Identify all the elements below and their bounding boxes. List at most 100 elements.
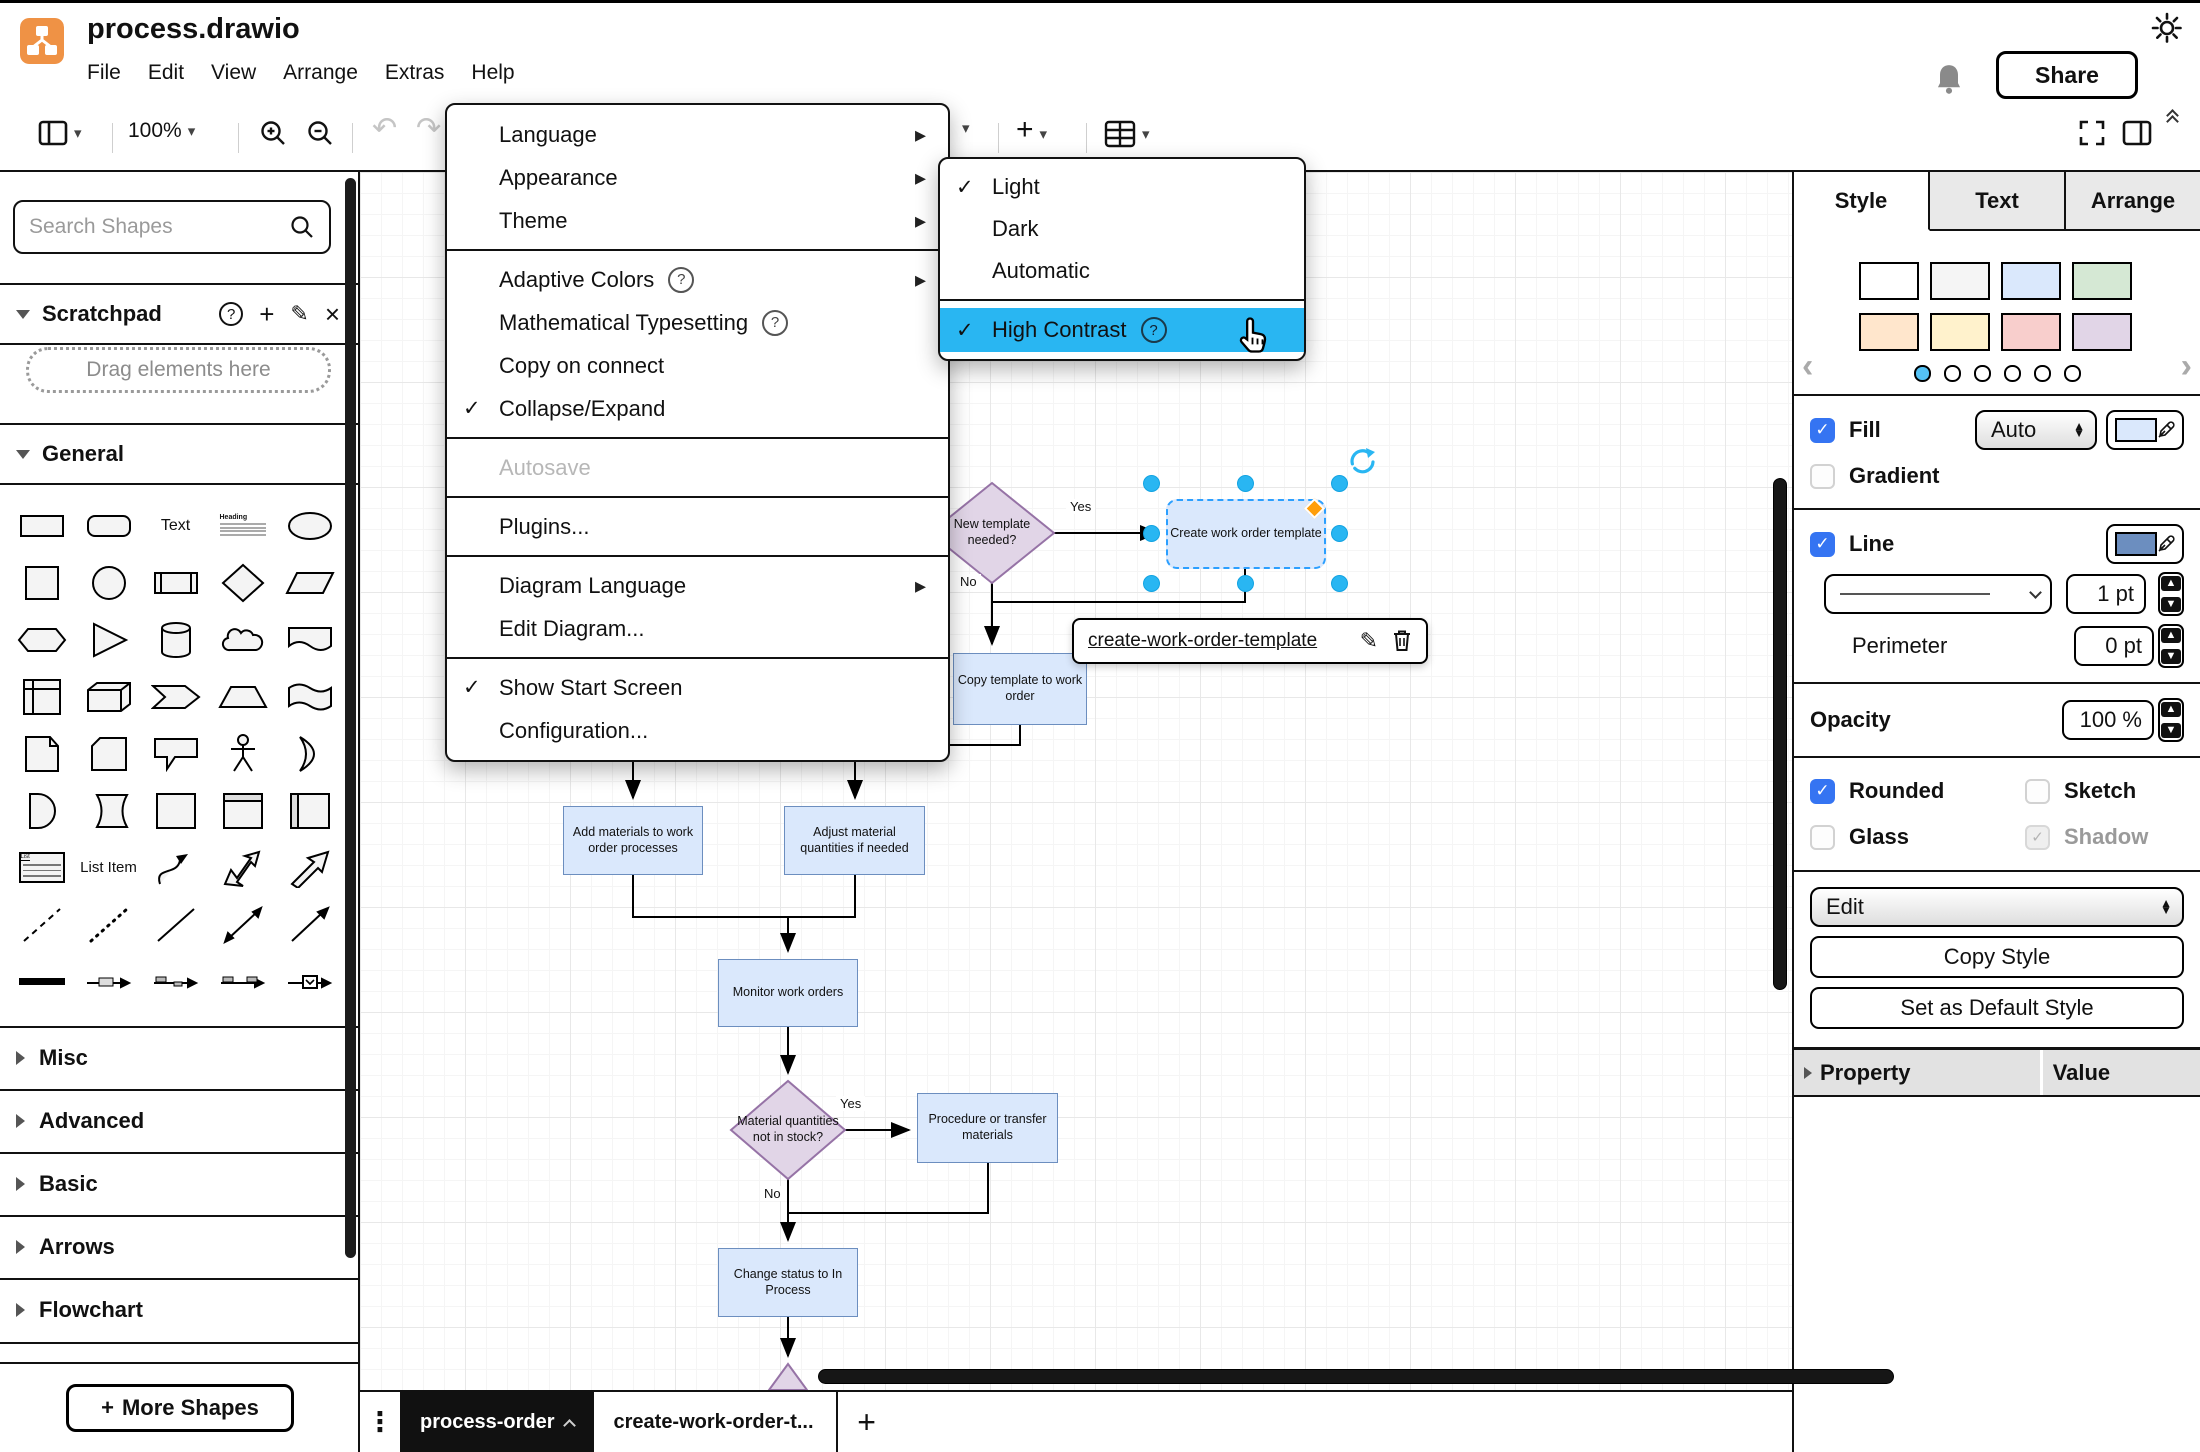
shape-cloud[interactable] <box>219 624 267 656</box>
node-change-status[interactable]: Change status to In Process <box>718 1248 858 1317</box>
rename-pencil-icon[interactable]: ✎ <box>1359 628 1378 653</box>
pages-menu-button[interactable]: ⋮ <box>366 1406 394 1437</box>
preset-page-dot[interactable] <box>2063 365 2081 382</box>
selection-handle[interactable] <box>1331 575 1348 592</box>
shape-actor[interactable] <box>228 733 258 775</box>
menu-item-adaptive-colors[interactable]: Adaptive Colors ? ▸ <box>499 266 926 293</box>
shape-directional-connector[interactable] <box>288 905 332 945</box>
shape-cube[interactable] <box>85 680 133 714</box>
menu-item-diagram-language[interactable]: Diagram Language ▸ <box>499 572 926 598</box>
sidebar-section-arrows[interactable]: Arrows <box>0 1215 358 1277</box>
menu-item-mathematical-typesetting[interactable]: Mathematical Typesetting ? <box>447 301 948 344</box>
presets-prev-icon[interactable]: ‹ <box>1802 347 1814 385</box>
node-adjust-quantities[interactable]: Adjust material quantities if needed <box>784 806 925 875</box>
help-icon[interactable]: ? <box>762 309 789 336</box>
shape-rounded-rectangle[interactable] <box>85 511 133 541</box>
menu-item-plugins[interactable]: Plugins... <box>499 513 590 539</box>
edge-label-no[interactable]: No <box>956 574 981 589</box>
opacity-field[interactable]: 100 % <box>2062 700 2154 740</box>
line-style-select[interactable] <box>1824 574 2052 614</box>
value-column-header[interactable]: Value <box>2042 1050 2200 1095</box>
canvas-horizontal-scrollbar[interactable] <box>818 1369 1894 1384</box>
shape-callout[interactable] <box>152 736 200 772</box>
line-color-button[interactable] <box>2106 524 2184 564</box>
shape-line[interactable] <box>154 905 198 945</box>
preset-page-dot[interactable] <box>1913 365 1931 382</box>
rotate-handle-icon[interactable] <box>1346 447 1376 477</box>
menu-item-copy-on-connect[interactable]: Copy on connect <box>499 352 665 378</box>
style-preset[interactable] <box>1930 313 1990 351</box>
style-preset[interactable] <box>2072 262 2132 300</box>
tab-text[interactable]: Text <box>1930 172 2066 231</box>
format-panel-toggle-button[interactable] <box>2122 119 2152 147</box>
submenu-item-dark[interactable]: Dark <box>992 216 1039 241</box>
shape-note[interactable] <box>23 734 61 774</box>
help-icon[interactable]: ? <box>668 266 695 293</box>
line-width-stepper[interactable]: ▲▼ <box>2158 572 2184 616</box>
shape-label-arrow[interactable] <box>85 974 133 990</box>
style-preset[interactable] <box>1930 262 1990 300</box>
shape-and[interactable] <box>24 792 60 830</box>
fullscreen-button[interactable] <box>2078 119 2106 147</box>
copy-style-button[interactable]: Copy Style <box>1810 936 2184 978</box>
fill-checkbox[interactable]: ✓ <box>1810 417 1835 443</box>
sidebar-scrollbar[interactable] <box>345 178 356 1258</box>
shape-bidirectional-connector[interactable] <box>221 905 265 945</box>
shape-style-dropdown-arrow[interactable]: ▾ <box>962 120 970 137</box>
preset-page-dot[interactable] <box>1973 365 1991 382</box>
shape-step[interactable] <box>150 682 201 712</box>
edit-style-select[interactable]: Edit ▲▼ <box>1810 887 2184 927</box>
selection-handle[interactable] <box>1237 475 1254 492</box>
shape-document[interactable] <box>286 624 334 656</box>
scratchpad-header[interactable]: Scratchpad ? + ✎ × <box>0 285 358 343</box>
submenu-item-automatic[interactable]: Automatic <box>992 258 1090 283</box>
menu-view[interactable]: View <box>211 61 257 84</box>
node-material-not-in-stock[interactable]: Material quantities not in stock? <box>737 1114 839 1144</box>
rounded-checkbox[interactable]: ✓ <box>1810 778 1835 804</box>
style-preset[interactable] <box>1859 313 1919 351</box>
node-add-materials[interactable]: Add materials to work order processes <box>563 806 703 875</box>
selection-name-link[interactable]: create-work-order-template <box>1088 630 1318 651</box>
shape-dotted-line[interactable] <box>87 905 131 945</box>
scratchpad-help-icon[interactable]: ? <box>219 302 244 326</box>
edge-label-no[interactable]: No <box>760 1186 785 1201</box>
shape-text[interactable]: Text <box>160 516 191 534</box>
submenu-item-light[interactable]: ✓ Light <box>956 174 1040 199</box>
scratchpad-close-icon[interactable]: × <box>324 298 340 329</box>
perimeter-stepper[interactable]: ▲▼ <box>2158 624 2184 668</box>
glass-checkbox[interactable] <box>1810 824 1835 850</box>
shape-cylinder[interactable] <box>158 620 194 660</box>
sidebar-section-flowchart[interactable]: Flowchart <box>0 1278 358 1340</box>
page-tab-process-order[interactable]: process-order <box>400 1392 594 1452</box>
menu-edit[interactable]: Edit <box>147 61 185 84</box>
selection-handle[interactable] <box>1143 575 1160 592</box>
menu-help[interactable]: Help <box>471 61 515 84</box>
scratchpad-edit-icon[interactable]: ✎ <box>290 301 309 326</box>
menu-item-appearance[interactable]: Appearance ▸ <box>499 164 926 190</box>
add-page-button[interactable]: + <box>857 1403 876 1440</box>
node-monitor-work-orders[interactable]: Monitor work orders <box>718 959 858 1027</box>
perimeter-field[interactable]: 0 pt <box>2074 626 2154 666</box>
shape-labeled-arrow[interactable] <box>152 974 200 990</box>
table-button[interactable]: ▾ <box>1104 119 1150 149</box>
shape-vertical-container[interactable] <box>288 791 332 831</box>
shape-list-item[interactable]: List Item <box>80 859 137 876</box>
menu-item-edit-diagram[interactable]: Edit Diagram... <box>499 615 645 641</box>
sidebar-section-misc[interactable]: Misc <box>0 1026 358 1088</box>
fill-mode-select[interactable]: Auto ▲▼ <box>1975 410 2097 450</box>
shape-process[interactable] <box>152 569 200 597</box>
shape-arrow[interactable] <box>288 848 332 888</box>
zoom-level-dropdown[interactable]: 100% ▾ <box>128 119 196 142</box>
shape-trapezoid[interactable] <box>217 683 268 711</box>
style-preset[interactable] <box>2001 262 2061 300</box>
shape-container[interactable] <box>154 791 198 831</box>
shape-or[interactable] <box>292 735 328 773</box>
menu-item-language[interactable]: Language ▸ <box>499 121 926 147</box>
node-copy-template[interactable]: Copy template to work order <box>953 653 1087 725</box>
undo-button[interactable]: ↶ <box>372 112 398 145</box>
page-tab-create-work-order-template[interactable]: create-work-order-t... <box>613 1410 814 1433</box>
fill-color-button[interactable] <box>2106 410 2184 450</box>
shape-parallelogram[interactable] <box>284 569 335 597</box>
notifications-bell-icon[interactable] <box>1932 61 1966 97</box>
line-checkbox[interactable]: ✓ <box>1810 531 1835 557</box>
